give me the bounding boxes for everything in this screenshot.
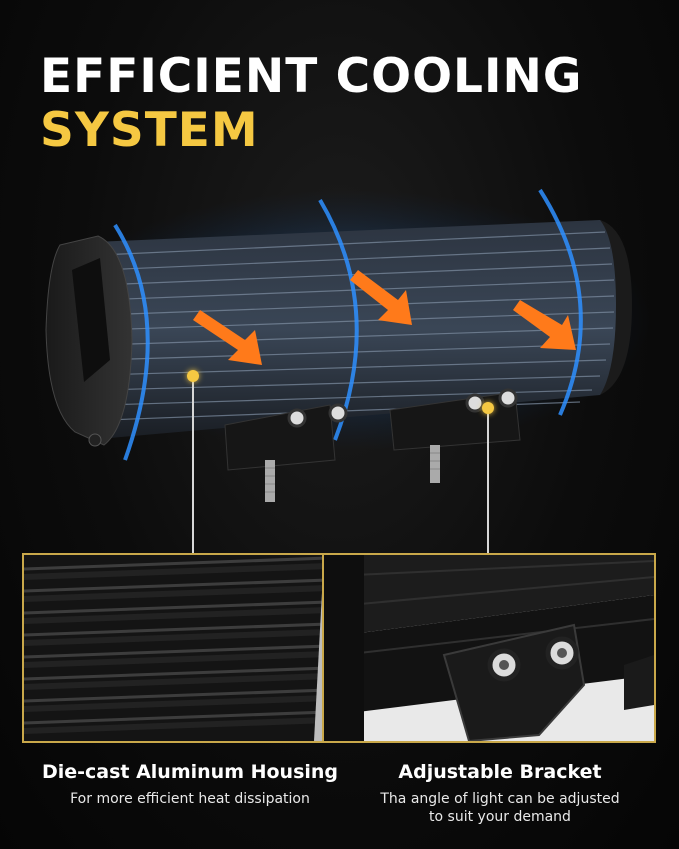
callout-line-bracket (487, 410, 489, 554)
feature-description-housing: For more efficient heat dissipation (70, 791, 310, 807)
housing-closeup (24, 555, 356, 741)
bracket-closeup (324, 555, 654, 741)
light-bar-illustration (0, 170, 679, 540)
feature-description-bracket: Tha angle of light can be adjusted to su… (340, 790, 660, 826)
feature-caption-bracket: Adjustable Bracket Tha angle of light ca… (340, 760, 660, 826)
end-cap-window (72, 258, 110, 382)
feature-caption-housing: Die-cast Aluminum Housing For more effic… (20, 760, 360, 808)
headline: EFFICIENT COOLING SYSTEM (40, 50, 582, 158)
detail-housing-panel (22, 553, 358, 743)
end-cap-screw (88, 433, 102, 447)
callout-dot-housing (187, 370, 199, 382)
callout-dot-bracket (482, 402, 494, 414)
right-cap (600, 220, 632, 395)
airflow-arrows (193, 270, 576, 365)
feature-title-housing: Die-cast Aluminum Housing (41, 761, 339, 783)
light-bar-svg (45, 188, 650, 502)
headline-line-2: SYSTEM (40, 103, 259, 158)
feature-description-bracket-line-2: to suit your demand (429, 809, 571, 825)
bracket-left (224, 403, 348, 502)
callout-line-housing (192, 376, 194, 554)
feature-title-bracket: Adjustable Bracket (398, 761, 602, 783)
housing-body (95, 220, 625, 438)
headline-line-1: EFFICIENT COOLING (40, 49, 583, 104)
feature-description-bracket-line-1: Tha angle of light can be adjusted (380, 791, 620, 807)
airflow-rings (113, 188, 583, 461)
detail-bracket-panel (322, 553, 656, 743)
